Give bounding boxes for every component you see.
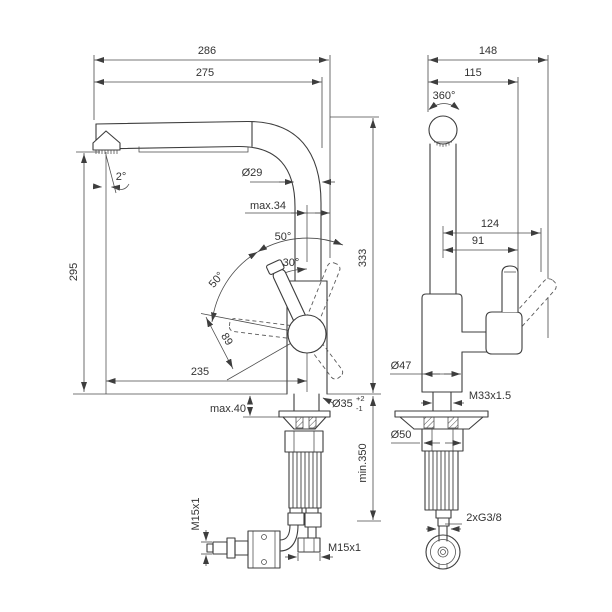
dim-shank-thread-label: M33x1.5 [469,390,511,402]
mounting-shank [278,393,331,453]
dim-nut-diameter-label: Ø50 [391,429,412,441]
dim-total-height: 333 [330,116,379,393]
dim-hose-thread-label: M15x1 [328,542,361,554]
dim-body-depth: 115 [428,67,519,298]
shank-front: M33x1.5 [421,390,511,412]
hose-weight [206,530,281,569]
dim-handle-reach-open: 124 [443,218,542,272]
flange-front [394,410,489,452]
dim-hole-tolerance-plus: +2 [356,394,365,403]
dim-max-lever-offset-label: max.34 [250,200,286,212]
aerator-head [92,130,121,151]
handle-grip [501,265,519,312]
dim-spout-angle-label: 2° [116,171,127,183]
dim-spout-height-label: 295 [68,263,80,281]
dim-lever-length-label: 89 [218,331,235,348]
supply-hoses [424,450,459,527]
spout-column-front [428,115,458,295]
dim-hose-min-length-label: min.350 [357,443,369,482]
spout-outline [92,120,322,282]
dim-hose-min-length: min.350 [357,396,381,522]
dim-hose-thread: M15x1 [285,542,361,561]
dim-spout-length-label: 275 [196,67,214,79]
dim-lever-arc-upper-label: 50° [275,231,292,243]
dim-spout-reach-label: 235 [191,366,209,378]
dim-total-height-label: 333 [357,249,369,267]
dim-swivel-angle-label: 360° [433,90,456,102]
dim-swivel-angle: 360° [428,90,460,110]
dim-handle-reach: 91 [443,235,518,253]
dim-spout-height: 295 [68,151,100,392]
dim-supply-connection-label: 2xG3/8 [466,512,501,524]
dim-handle-reach-label: 91 [472,235,484,247]
dim-body-diameter: Ø47 [390,360,461,377]
dim-deck-thickness: max.40 [210,395,253,416]
dim-spout-length: 275 [94,67,323,148]
dim-total-depth-label: 148 [479,45,497,57]
dim-spout-tube-diameter: Ø29 [242,167,335,185]
coiled-hose [425,525,461,570]
dim-max-lever-offset: max.34 [245,200,330,262]
dim-weight-thread: M15x1 [190,497,212,566]
dim-nut-diameter: Ø50 [391,429,462,446]
dim-spout-reach: 235 [106,366,307,384]
dim-total-length-label: 286 [198,45,216,57]
pullout-hose [279,451,322,553]
dim-lever-open-angle-label: 30° [283,257,300,269]
handle-mount [485,311,523,355]
faucet-body-front [421,265,523,393]
front-view: 148 115 360° [390,45,557,570]
dim-body-diameter-label: Ø47 [391,360,412,372]
dim-deck-thickness-label: max.40 [210,403,246,415]
dim-total-length: 286 [93,45,331,258]
side-view: 286 275 295 [68,45,381,569]
dim-hole-tolerance-minus: -1 [356,404,363,413]
dim-body-depth-label: 115 [464,67,482,79]
dim-supply-connection: 2xG3/8 [426,512,502,532]
dim-hole-diameter-label: Ø35 [332,398,353,410]
dim-handle-reach-open-label: 124 [481,218,499,230]
spout-angle: 2° [92,152,130,394]
counter-surface [73,393,381,418]
dim-spout-tube-diameter-label: Ø29 [242,167,263,179]
dim-weight-thread-label: M15x1 [190,497,202,530]
dim-hole-diameter: Ø35 +2 -1 [322,394,365,413]
lever-ball-joint [287,314,327,354]
